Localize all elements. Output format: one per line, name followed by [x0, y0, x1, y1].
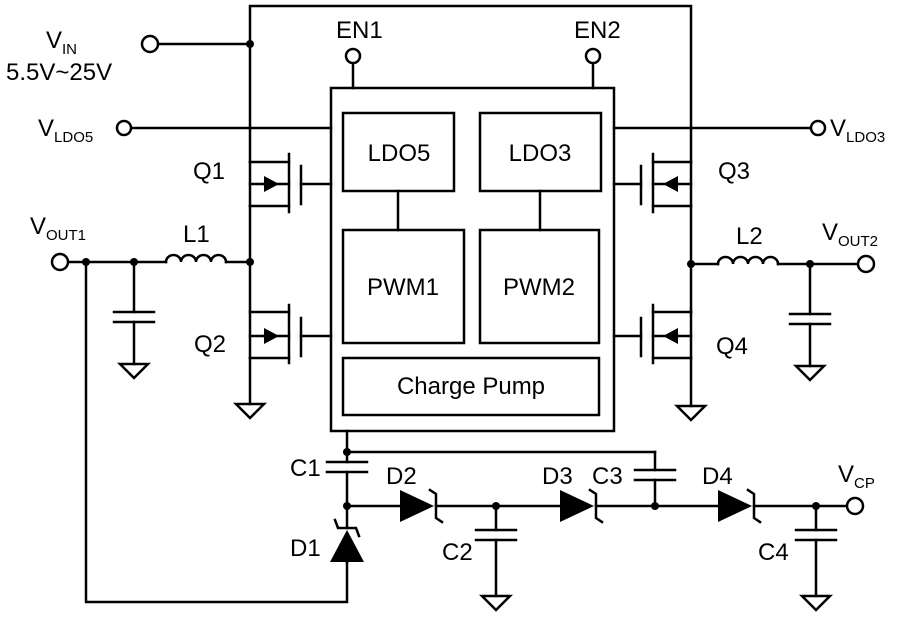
pwm2-block [478, 228, 601, 345]
vcp-label: VCP [838, 461, 875, 492]
q4-mosfet: Q4 [612, 303, 748, 365]
pwm1-label: PWM1 [367, 274, 439, 301]
d2-label: D2 [386, 463, 417, 490]
ground-icon [478, 594, 514, 612]
en1-terminal [344, 47, 362, 65]
q2-mosfet: Q2 [194, 303, 333, 365]
q4-label: Q4 [716, 333, 748, 360]
ground-icon [798, 594, 834, 612]
vin-terminal [140, 34, 160, 54]
vout1-label: VOUT1 [30, 213, 86, 244]
q3-label: Q3 [718, 158, 750, 185]
enable-pins: EN1 EN2 [336, 17, 621, 90]
ground-icon [792, 364, 828, 382]
charge-pump-block [341, 356, 601, 417]
q3-mosfet: Q3 [612, 152, 750, 214]
l2-inductor: L2 [687, 223, 860, 268]
vin-range-label: 5.5V~25V [6, 59, 112, 86]
c1-label: C1 [290, 455, 321, 482]
vout1-net: VOUT1 [30, 213, 349, 604]
d3-label: D3 [542, 463, 573, 490]
charge-pump-net: C1 D1 D2 C2 D3 C3 D4 [290, 429, 875, 612]
ldo3-label: LDO3 [509, 140, 572, 167]
en1-label: EN1 [336, 17, 383, 44]
vldo5-terminal [115, 119, 133, 137]
c3-label: C3 [592, 463, 623, 490]
ground-icon [232, 402, 268, 420]
vldo3-terminal [809, 119, 827, 137]
l2-label: L2 [736, 223, 763, 250]
ic-package: LDO5 LDO3 PWM1 PWM2 Charge Pump [329, 86, 616, 433]
ground-icon [116, 362, 152, 380]
vldo5-label: VLDO5 [38, 115, 93, 146]
charge-pump-label: Charge Pump [397, 373, 545, 400]
d1-diode [330, 530, 364, 562]
d3-diode [560, 490, 594, 522]
d4-label: D4 [702, 463, 733, 490]
pwm1-block [341, 228, 466, 345]
vin-net: VIN 5.5V~25V [6, 4, 693, 164]
en2-label: EN2 [574, 17, 621, 44]
vout1-terminal [50, 252, 70, 272]
c2-label: C2 [442, 539, 473, 566]
d4-diode [718, 490, 752, 522]
l1-label: L1 [183, 221, 210, 248]
d1-label: D1 [290, 535, 321, 562]
vout2-label: VOUT2 [822, 219, 878, 250]
vcp-terminal [845, 496, 865, 516]
vout2-terminal [856, 254, 876, 274]
ldo-outputs: VLDO5 VLDO3 [38, 115, 885, 146]
vin-label: VIN [46, 27, 77, 58]
vldo3-label: VLDO3 [830, 115, 885, 146]
c4-label: C4 [758, 539, 789, 566]
d2-diode [400, 490, 434, 522]
l1-inductor: L1 [134, 221, 254, 266]
ground-icon [673, 404, 709, 422]
ldo5-label: LDO5 [368, 140, 431, 167]
en2-terminal [584, 47, 602, 65]
q1-mosfet: Q1 [193, 152, 333, 214]
vout2-net: VOUT2 [788, 219, 878, 382]
q2-label: Q2 [194, 331, 226, 358]
pwm2-label: PWM2 [503, 274, 575, 301]
q1-label: Q1 [193, 158, 225, 185]
